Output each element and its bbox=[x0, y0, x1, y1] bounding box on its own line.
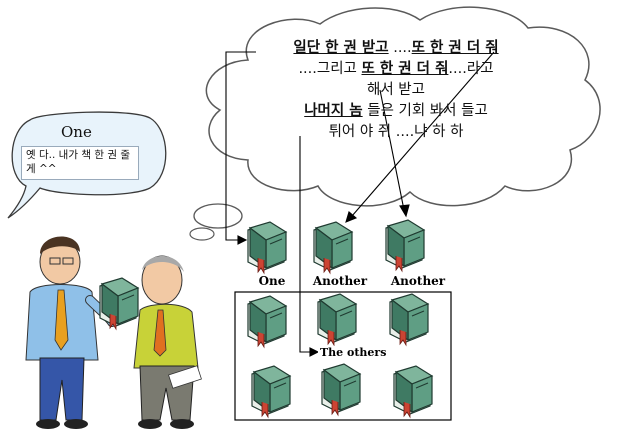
book-icon bbox=[247, 295, 287, 348]
thought-line-4-rest: 들은 기회 봐서 들고 bbox=[362, 103, 488, 119]
arrow-another-1 bbox=[351, 51, 495, 217]
thought-phrase-rest: 나머지 놈 bbox=[304, 103, 363, 119]
book-icon bbox=[247, 221, 287, 274]
book-icon bbox=[99, 277, 139, 330]
book-icon bbox=[317, 293, 357, 346]
thought-line-4: 나머지 놈 들은 기회 봐서 들고 bbox=[236, 101, 556, 122]
thought-puff-large bbox=[193, 203, 243, 229]
thought-cloud bbox=[189, 6, 601, 241]
thought-saying: ....라고 bbox=[448, 61, 494, 77]
thought-bubble-text: 일단 한 권 받고 ....또 한 권 더 줘 ....그리고 또 한 권 더 … bbox=[236, 38, 556, 143]
arrow-others bbox=[299, 136, 312, 353]
thought-cloud-shape bbox=[205, 6, 601, 207]
connector-lines bbox=[225, 51, 495, 357]
book-icon bbox=[389, 293, 429, 346]
book-icon bbox=[251, 365, 291, 418]
book-icon bbox=[313, 221, 353, 274]
thought-phrase-another-2: 또 한 권 더 줘 bbox=[361, 61, 449, 77]
label-another-2: Another bbox=[390, 274, 446, 288]
man-giving-book bbox=[25, 236, 117, 429]
arrow-another-2 bbox=[379, 89, 405, 211]
label-another-1: Another bbox=[312, 274, 368, 288]
thought-dots: .... bbox=[388, 40, 412, 56]
thought-line-3: 해서 받고 bbox=[367, 82, 425, 98]
thought-phrase-first: 일단 한 권 받고 bbox=[293, 40, 389, 56]
thought-line-1: 일단 한 권 받고 ....또 한 권 더 줘 bbox=[236, 38, 556, 59]
others-box bbox=[234, 291, 452, 421]
label-the-others: The others bbox=[318, 346, 389, 359]
thought-line-2: ....그리고 또 한 권 더 줘....라고 bbox=[236, 59, 556, 80]
thought-phrase-another: 또 한 권 더 줘 bbox=[411, 40, 499, 56]
speech-bubble-title: One bbox=[61, 123, 92, 141]
thought-line-5: 튀어 야 쥐 ....냐 하 하 bbox=[328, 124, 464, 140]
book-icon bbox=[393, 365, 433, 418]
arrow-one bbox=[225, 51, 256, 241]
book-icon bbox=[321, 363, 361, 416]
speech-bubble-text: 옛 다.. 내가 책 한 권 줄게 ^^ bbox=[21, 146, 139, 180]
book-icon bbox=[385, 219, 425, 272]
man-receiving bbox=[133, 255, 202, 429]
label-one: One bbox=[258, 274, 286, 288]
thought-then: ....그리고 bbox=[298, 61, 362, 77]
thought-puff-small bbox=[189, 227, 215, 241]
